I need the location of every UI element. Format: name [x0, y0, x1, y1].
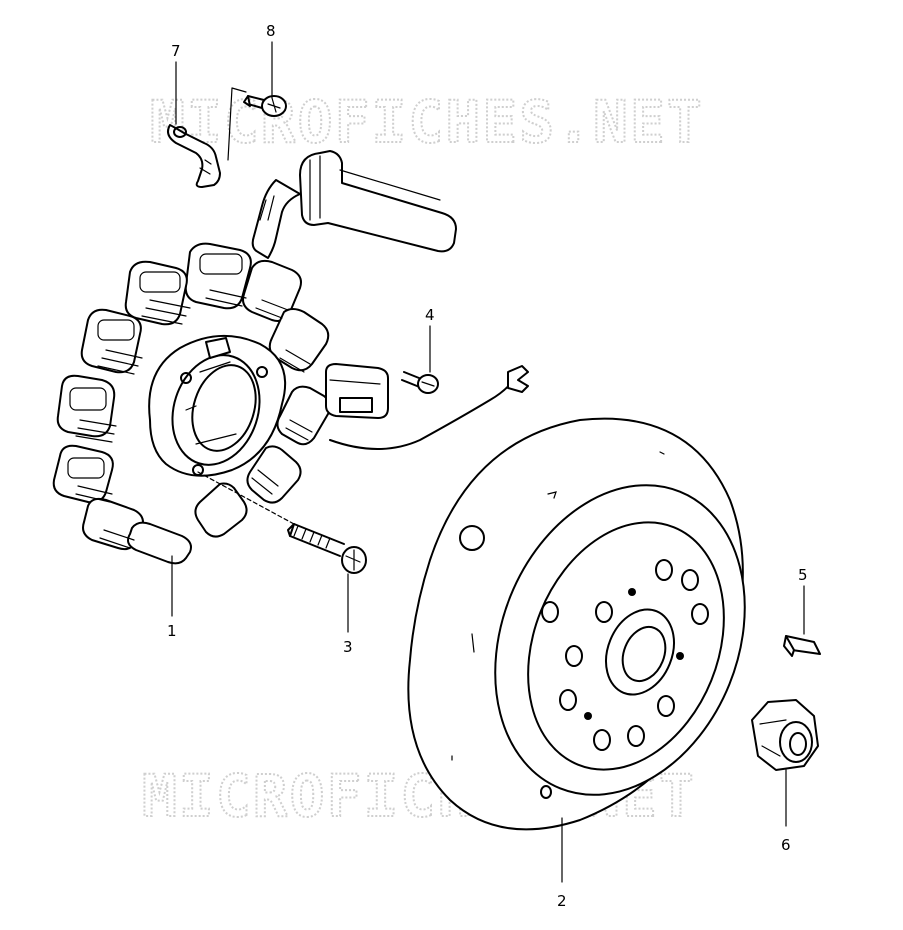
rotor-part [407, 417, 746, 831]
callout-6: 6 [781, 836, 791, 854]
callout-2: 2 [557, 892, 567, 910]
leader-lines [171, 41, 805, 883]
callout-8: 8 [266, 22, 276, 40]
coil-tops [67, 253, 243, 479]
callout-1: 1 [167, 622, 177, 640]
pickup-coil [325, 363, 529, 450]
key-part [783, 635, 821, 657]
wire-terminal [507, 365, 529, 393]
pickup-wire [329, 379, 515, 450]
stator-bore [171, 354, 261, 466]
nut-part [751, 699, 819, 771]
watermark-top: MICROFICHES.NET [150, 88, 704, 156]
coil-winding-lines [75, 289, 313, 549]
rotor-holes [541, 559, 709, 751]
stator-part [52, 242, 332, 565]
leader-bracket-7-8 [227, 87, 247, 161]
clamp-screw-part [243, 95, 287, 117]
assembly-line-3 [197, 471, 295, 525]
callout-4: 4 [425, 306, 435, 324]
callout-7: 7 [171, 42, 181, 60]
pickup-screw-part [401, 371, 439, 394]
stator-screw-part [287, 523, 367, 574]
callout-5: 5 [798, 566, 808, 584]
stator-coils [52, 242, 332, 565]
wire-harness [251, 150, 457, 259]
clamp-part [167, 124, 221, 188]
callout-3: 3 [343, 638, 353, 656]
